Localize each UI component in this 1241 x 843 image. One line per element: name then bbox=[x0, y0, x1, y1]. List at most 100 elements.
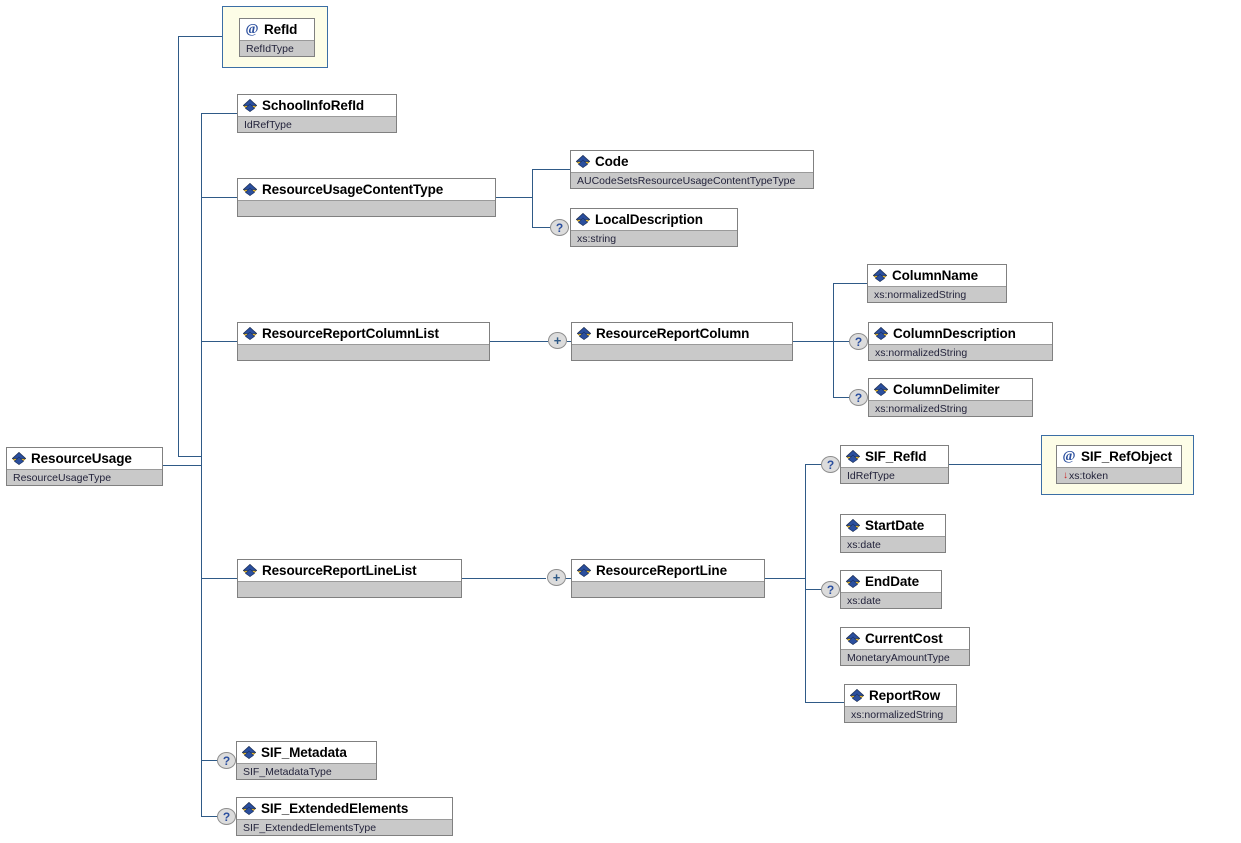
element-icon bbox=[850, 689, 864, 702]
node-type bbox=[572, 581, 764, 597]
node-type: SIF_ExtendedElementsType bbox=[237, 819, 452, 835]
node-name: ResourceReportColumnList bbox=[262, 326, 439, 341]
node-resource-usage-content-type[interactable]: ResourceUsageContentType bbox=[237, 178, 496, 217]
node-header: ReportRow bbox=[845, 685, 956, 706]
node-type: SIF_MetadataType bbox=[237, 763, 376, 779]
element-icon bbox=[243, 327, 257, 340]
node-name: ColumnDelimiter bbox=[893, 382, 1000, 397]
node-header: @ SIF_RefObject bbox=[1057, 446, 1181, 467]
element-icon bbox=[243, 183, 257, 196]
connector-columnname-in bbox=[833, 283, 867, 284]
node-header: Code bbox=[571, 151, 813, 172]
connector-root-out bbox=[163, 465, 201, 466]
node-local-description[interactable]: LocalDescription xs:string bbox=[570, 208, 738, 247]
connector-rrc-out bbox=[793, 341, 833, 342]
element-icon bbox=[846, 450, 860, 463]
node-report-row[interactable]: ReportRow xs:normalizedString bbox=[844, 684, 957, 723]
node-type: AUCodeSetsResourceUsageContentTypeType bbox=[571, 172, 813, 188]
connector-sifmetadata-in bbox=[201, 760, 217, 761]
node-header: ColumnDescription bbox=[869, 323, 1052, 344]
element-icon bbox=[874, 383, 888, 396]
connector-resourceusagecontenttype-in bbox=[201, 197, 237, 198]
node-sif-refobject[interactable]: @ SIF_RefObject ↓xs:token bbox=[1056, 445, 1182, 484]
connector-rrc-in bbox=[567, 341, 572, 342]
optional-marker-sif-refid: ? bbox=[821, 456, 840, 473]
node-resource-report-line-list[interactable]: ResourceReportLineList bbox=[237, 559, 462, 598]
inherited-arrow-icon: ↓ bbox=[1063, 469, 1068, 481]
node-type bbox=[238, 200, 495, 216]
node-header: ColumnName bbox=[868, 265, 1006, 286]
node-type: xs:normalizedString bbox=[869, 400, 1032, 416]
element-icon bbox=[873, 269, 887, 282]
node-header: StartDate bbox=[841, 515, 945, 536]
node-header: ResourceReportLineList bbox=[238, 560, 461, 581]
connector-rrc-spine bbox=[833, 283, 834, 397]
node-type: ResourceUsageType bbox=[7, 469, 162, 485]
node-header: ResourceReportColumnList bbox=[238, 323, 489, 344]
node-name: SIF_RefObject bbox=[1081, 449, 1172, 464]
element-icon bbox=[874, 327, 888, 340]
connector-schoolinforefid-in bbox=[201, 113, 237, 114]
element-icon bbox=[846, 632, 860, 645]
element-icon bbox=[242, 802, 256, 815]
node-resource-usage[interactable]: ResourceUsage ResourceUsageType bbox=[6, 447, 163, 486]
connector-columndelimiter-in bbox=[833, 397, 849, 398]
node-header: ResourceReportLine bbox=[572, 560, 764, 581]
node-column-description[interactable]: ColumnDescription xs:normalizedString bbox=[868, 322, 1053, 361]
node-header: LocalDescription bbox=[571, 209, 737, 230]
node-sif-metadata[interactable]: SIF_Metadata SIF_MetadataType bbox=[236, 741, 377, 780]
element-icon bbox=[12, 452, 26, 465]
node-header: ResourceUsage bbox=[7, 448, 162, 469]
node-ref-id[interactable]: @ RefId RefIdType bbox=[239, 18, 315, 57]
element-icon bbox=[577, 327, 591, 340]
element-icon bbox=[846, 519, 860, 532]
element-icon bbox=[576, 213, 590, 226]
node-sif-extended-elements[interactable]: SIF_ExtendedElements SIF_ExtendedElement… bbox=[236, 797, 453, 836]
connector-resourcereportcolumnlist-in bbox=[201, 341, 237, 342]
node-name: SIF_RefId bbox=[865, 449, 927, 464]
node-school-info-ref-id[interactable]: SchoolInfoRefId IdRefType bbox=[237, 94, 397, 133]
node-start-date[interactable]: StartDate xs:date bbox=[840, 514, 946, 553]
attribute-frame-sif-refobject: @ SIF_RefObject ↓xs:token bbox=[1041, 435, 1194, 495]
node-end-date[interactable]: EndDate xs:date bbox=[840, 570, 942, 609]
connector-reportrow-in bbox=[805, 702, 844, 703]
node-type: IdRefType bbox=[238, 116, 396, 132]
node-name: ColumnName bbox=[892, 268, 979, 283]
element-icon bbox=[243, 564, 257, 577]
node-column-delimiter[interactable]: ColumnDelimiter xs:normalizedString bbox=[868, 378, 1033, 417]
node-type bbox=[238, 581, 461, 597]
node-resource-report-column[interactable]: ResourceReportColumn bbox=[571, 322, 793, 361]
node-name: CurrentCost bbox=[865, 631, 943, 646]
node-resource-report-line[interactable]: ResourceReportLine bbox=[571, 559, 765, 598]
node-sif-refid[interactable]: SIF_RefId IdRefType bbox=[840, 445, 949, 484]
node-type bbox=[572, 344, 792, 360]
node-name: Code bbox=[595, 154, 629, 169]
node-current-cost[interactable]: CurrentCost MonetaryAmountType bbox=[840, 627, 970, 666]
node-header: SIF_Metadata bbox=[237, 742, 376, 763]
node-name: SchoolInfoRefId bbox=[262, 98, 364, 113]
connector-sifextendedelements-in bbox=[201, 816, 217, 817]
connector-enddate-in bbox=[805, 589, 821, 590]
node-column-name[interactable]: ColumnName xs:normalizedString bbox=[867, 264, 1007, 303]
attribute-frame-refid: @ RefId RefIdType bbox=[222, 6, 328, 68]
node-header: SchoolInfoRefId bbox=[238, 95, 396, 116]
node-header: SIF_ExtendedElements bbox=[237, 798, 452, 819]
connector-ruct-out bbox=[496, 197, 532, 198]
element-icon bbox=[243, 99, 257, 112]
node-resource-report-column-list[interactable]: ResourceReportColumnList bbox=[237, 322, 490, 361]
node-header: @ RefId bbox=[240, 19, 314, 40]
optional-marker-column-delimiter: ? bbox=[849, 389, 868, 406]
node-type: xs:normalizedString bbox=[869, 344, 1052, 360]
connector-element-spine bbox=[201, 113, 202, 816]
connector-rrll-out bbox=[462, 578, 546, 579]
node-type: xs:date bbox=[841, 592, 941, 608]
connector-rrl-spine bbox=[805, 464, 806, 702]
node-name: ResourceUsageContentType bbox=[262, 182, 444, 197]
node-name: ResourceReportLine bbox=[596, 563, 727, 578]
node-name: EndDate bbox=[865, 574, 920, 589]
connector-sifrefid-in bbox=[805, 464, 821, 465]
connector-code-in bbox=[532, 169, 570, 170]
connector-rrl-out bbox=[765, 578, 805, 579]
node-code[interactable]: Code AUCodeSetsResourceUsageContentTypeT… bbox=[570, 150, 814, 189]
node-header: SIF_RefId bbox=[841, 446, 948, 467]
